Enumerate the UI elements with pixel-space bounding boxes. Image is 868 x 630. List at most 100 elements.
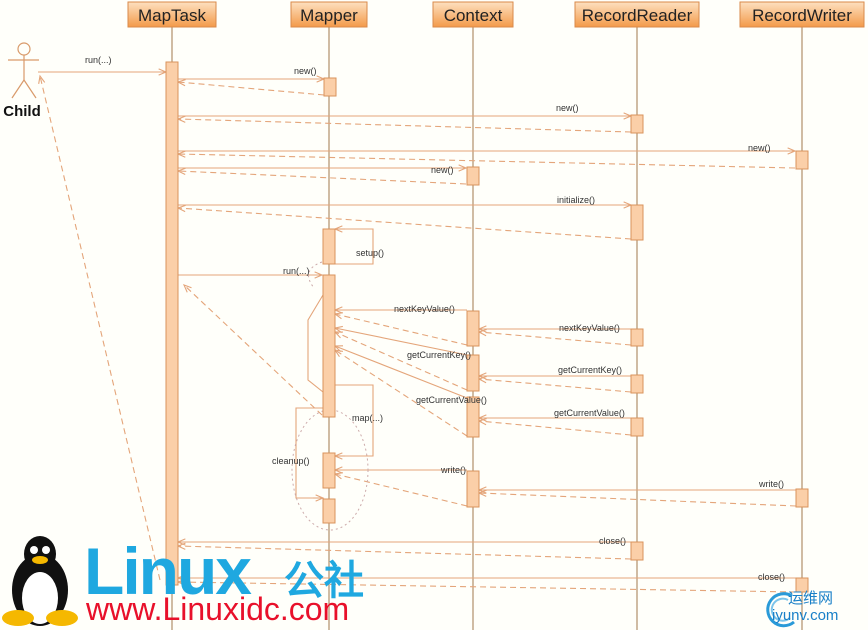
return-arrow — [177, 81, 325, 96]
arrowhead — [477, 329, 487, 337]
arrowhead — [477, 418, 487, 426]
message-label: new() — [748, 143, 771, 153]
message-label: run(...) — [283, 266, 310, 276]
arrowhead — [315, 494, 325, 502]
lifeline-header[interactable] — [432, 1, 514, 28]
watermark-iyunv: iyunv.com — [772, 607, 839, 624]
loop-guide — [308, 261, 323, 289]
return-arrow — [478, 331, 632, 346]
activation-bar — [795, 150, 809, 170]
return-arrow — [177, 153, 796, 169]
activation-bar — [322, 228, 336, 265]
lifeline-name: Mapper — [300, 6, 358, 25]
lifeline-name: Context — [444, 6, 503, 25]
watermark-yunwei: 运维网 — [788, 589, 834, 607]
message-label: nextKeyValue() — [394, 304, 455, 314]
arrowhead — [314, 271, 324, 279]
message-label: new() — [431, 165, 454, 175]
return-arrow — [334, 349, 468, 437]
activation-bar — [630, 328, 644, 347]
message-label: initialize() — [557, 195, 595, 205]
message-label: new() — [556, 103, 579, 113]
self-call-loop — [335, 384, 374, 457]
activation-bar — [322, 498, 336, 524]
message-label: setup() — [356, 248, 384, 258]
lifeline-header[interactable] — [127, 1, 217, 28]
call-arrow — [334, 345, 468, 399]
watermark-url: www.Linuxidc.com — [86, 591, 350, 627]
activation-bar — [630, 204, 644, 241]
activation-bar — [630, 541, 644, 561]
self-call-loop — [295, 407, 323, 499]
loop-guide — [291, 409, 369, 531]
watermark-gongshe: 公社 — [284, 558, 364, 604]
lifeline-header[interactable] — [574, 1, 700, 28]
message-label: getCurrentKey() — [407, 350, 471, 360]
self-call-loop — [335, 228, 374, 265]
arrowhead — [458, 164, 468, 172]
activation-bar — [795, 577, 809, 593]
arrowhead — [182, 284, 192, 293]
actor-head — [17, 42, 31, 56]
activation-bar — [630, 114, 644, 134]
arrowhead — [333, 472, 343, 480]
activation-bar — [630, 417, 644, 437]
watermark-linux: Linux — [84, 534, 252, 608]
activation-bar — [466, 396, 480, 438]
message-label: getCurrentKey() — [558, 365, 622, 375]
message-label: close() — [758, 572, 785, 582]
return-arrow — [334, 331, 468, 391]
call-arrow — [334, 327, 468, 356]
iyunv-swirl-icon — [766, 592, 795, 628]
return-arrow — [478, 420, 632, 436]
message-label: cleanup() — [272, 456, 310, 466]
return-arrow — [177, 170, 467, 185]
arrowhead — [787, 147, 797, 155]
tux-penguin-logo — [2, 536, 78, 626]
lifeline-name: RecordWriter — [752, 6, 852, 25]
activation-bar — [466, 166, 480, 186]
arrowhead — [333, 331, 344, 339]
message-label: map(...) — [352, 413, 383, 423]
arrowhead — [38, 74, 46, 84]
activation-bar — [322, 452, 336, 489]
lifeline-header[interactable] — [290, 1, 368, 28]
return-arrow — [39, 75, 161, 581]
return-arrow — [334, 313, 468, 346]
activation-bar — [466, 310, 480, 347]
lifeline-name: MapTask — [138, 6, 207, 25]
message-label: close() — [599, 536, 626, 546]
loop-line — [307, 294, 324, 393]
arrowhead — [333, 349, 343, 357]
arrowhead — [176, 115, 186, 123]
message-label: run(...) — [85, 55, 112, 65]
message-label: nextKeyValue() — [559, 323, 620, 333]
return-arrow — [334, 473, 468, 507]
activation-bar — [466, 354, 480, 392]
return-arrow — [177, 207, 632, 240]
activation-bar — [165, 61, 179, 586]
return-arrow — [478, 378, 632, 393]
activation-bar — [630, 374, 644, 394]
activation-bar — [466, 470, 480, 508]
message-label: write() — [440, 465, 466, 475]
return-arrow — [177, 581, 797, 593]
arrowhead — [333, 312, 343, 320]
lifeline-header[interactable] — [739, 1, 865, 28]
activation-bar — [322, 274, 336, 418]
message-label: new() — [294, 66, 317, 76]
actor-child: Child — [3, 42, 41, 120]
message-label: getCurrentValue() — [416, 395, 487, 405]
actor-label: Child — [3, 103, 41, 120]
return-arrow — [177, 545, 632, 560]
activation-bar — [795, 488, 809, 508]
message-label: write() — [758, 479, 784, 489]
return-arrow — [177, 118, 632, 133]
lifeline-name: RecordReader — [582, 6, 693, 25]
message-label: getCurrentValue() — [554, 408, 625, 418]
arrowhead — [477, 376, 487, 384]
activation-bar — [323, 77, 337, 97]
return-arrow — [183, 284, 323, 416]
